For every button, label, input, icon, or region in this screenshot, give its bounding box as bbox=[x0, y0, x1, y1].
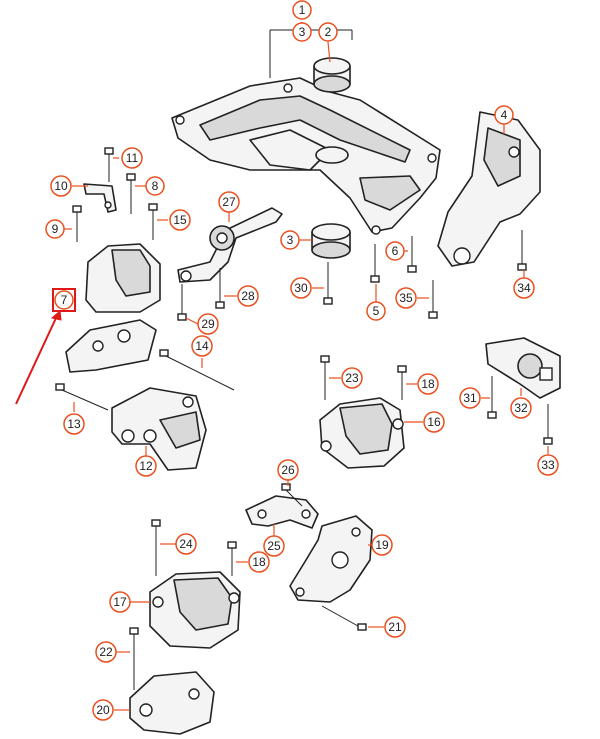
callout-17: 17 bbox=[109, 591, 131, 613]
svg-text:17: 17 bbox=[113, 595, 127, 609]
callout-18-top: 18 bbox=[417, 373, 439, 395]
mount-part-17 bbox=[149, 571, 241, 649]
callout-22: 22 bbox=[95, 641, 117, 663]
callout-9: 9 bbox=[45, 219, 65, 239]
callout-33: 33 bbox=[537, 454, 559, 476]
engine-mount-part-7 bbox=[65, 243, 161, 373]
callout-10: 10 bbox=[50, 175, 72, 197]
svg-text:35: 35 bbox=[399, 291, 413, 305]
svg-text:21: 21 bbox=[388, 620, 402, 634]
callout-24: 24 bbox=[175, 533, 197, 555]
callout-27: 27 bbox=[218, 191, 240, 213]
callout-34: 34 bbox=[513, 277, 535, 299]
svg-text:15: 15 bbox=[173, 213, 187, 227]
svg-text:5: 5 bbox=[373, 304, 380, 318]
svg-text:31: 31 bbox=[463, 391, 477, 405]
callout-16: 16 bbox=[423, 411, 445, 433]
mount-part-20 bbox=[129, 671, 215, 735]
svg-text:14: 14 bbox=[195, 339, 209, 353]
callout-28: 28 bbox=[237, 285, 259, 307]
svg-text:20: 20 bbox=[96, 703, 110, 717]
callout-4: 4 bbox=[494, 105, 514, 125]
svg-text:8: 8 bbox=[152, 179, 159, 193]
bush-top bbox=[313, 57, 351, 93]
subframe-part bbox=[171, 29, 441, 235]
svg-text:3: 3 bbox=[299, 25, 306, 39]
callout-1: 1 bbox=[292, 0, 312, 20]
callout-31: 31 bbox=[459, 387, 481, 409]
highlight-arrow bbox=[15, 309, 62, 405]
torque-arm-part-27 bbox=[177, 207, 283, 283]
callout-13: 13 bbox=[63, 413, 85, 435]
svg-text:13: 13 bbox=[67, 417, 81, 431]
callout-7: 7 bbox=[54, 290, 74, 310]
bracket-part-10 bbox=[83, 183, 117, 213]
svg-text:16: 16 bbox=[427, 415, 441, 429]
callout-3-bush-top: 3 bbox=[292, 22, 312, 42]
svg-text:32: 32 bbox=[514, 401, 528, 415]
svg-text:12: 12 bbox=[139, 459, 153, 473]
svg-text:33: 33 bbox=[541, 458, 555, 472]
callout-8: 8 bbox=[145, 176, 165, 196]
svg-text:19: 19 bbox=[375, 538, 389, 552]
callout-21: 21 bbox=[384, 616, 406, 638]
callout-11: 11 bbox=[121, 147, 143, 169]
svg-text:18: 18 bbox=[252, 555, 266, 569]
callout-30: 30 bbox=[290, 277, 312, 299]
callout-20: 20 bbox=[92, 699, 114, 721]
svg-text:9: 9 bbox=[52, 222, 59, 236]
bracket-part-19 bbox=[289, 515, 373, 603]
callout-23: 23 bbox=[341, 367, 363, 389]
svg-text:28: 28 bbox=[241, 289, 255, 303]
svg-text:22: 22 bbox=[99, 645, 113, 659]
svg-text:24: 24 bbox=[179, 537, 193, 551]
svg-text:25: 25 bbox=[267, 539, 281, 553]
callout-35: 35 bbox=[395, 287, 417, 309]
callout-18-bottom: 18 bbox=[248, 551, 270, 573]
svg-text:27: 27 bbox=[222, 195, 236, 209]
svg-text:29: 29 bbox=[201, 317, 215, 331]
callout-32: 32 bbox=[510, 397, 532, 419]
callout-25: 25 bbox=[263, 535, 285, 557]
callout-2: 2 bbox=[318, 22, 338, 42]
svg-text:11: 11 bbox=[126, 151, 139, 165]
bracket-part-32 bbox=[485, 337, 561, 399]
callout-3-bush-bottom: 3 bbox=[280, 230, 300, 250]
callout-29: 29 bbox=[197, 313, 219, 335]
svg-text:10: 10 bbox=[54, 179, 68, 193]
callout-6: 6 bbox=[385, 241, 405, 261]
support-part-12 bbox=[111, 387, 207, 471]
svg-text:26: 26 bbox=[281, 463, 295, 477]
svg-text:2: 2 bbox=[325, 25, 332, 39]
svg-text:1: 1 bbox=[299, 3, 306, 17]
bracket-part-4 bbox=[437, 111, 541, 267]
callout-26: 26 bbox=[277, 459, 299, 481]
svg-text:7: 7 bbox=[61, 293, 68, 307]
leader-lines bbox=[64, 22, 549, 711]
svg-text:23: 23 bbox=[345, 371, 359, 385]
svg-text:6: 6 bbox=[392, 244, 399, 258]
callout-15: 15 bbox=[169, 209, 191, 231]
svg-text:30: 30 bbox=[294, 281, 308, 295]
callout-12: 12 bbox=[135, 455, 157, 477]
callout-5: 5 bbox=[366, 301, 386, 321]
svg-text:3: 3 bbox=[287, 233, 294, 247]
gearbox-mount-part-16 bbox=[319, 397, 405, 469]
callout-19: 19 bbox=[371, 534, 393, 556]
highlight-box bbox=[52, 288, 76, 312]
svg-text:18: 18 bbox=[421, 377, 435, 391]
bush-bottom bbox=[311, 223, 351, 259]
svg-text:34: 34 bbox=[517, 281, 531, 295]
callout-14: 14 bbox=[191, 335, 213, 357]
bolt-set bbox=[55, 147, 553, 690]
bracket-part-25 bbox=[245, 495, 319, 529]
svg-text:4: 4 bbox=[501, 108, 508, 122]
